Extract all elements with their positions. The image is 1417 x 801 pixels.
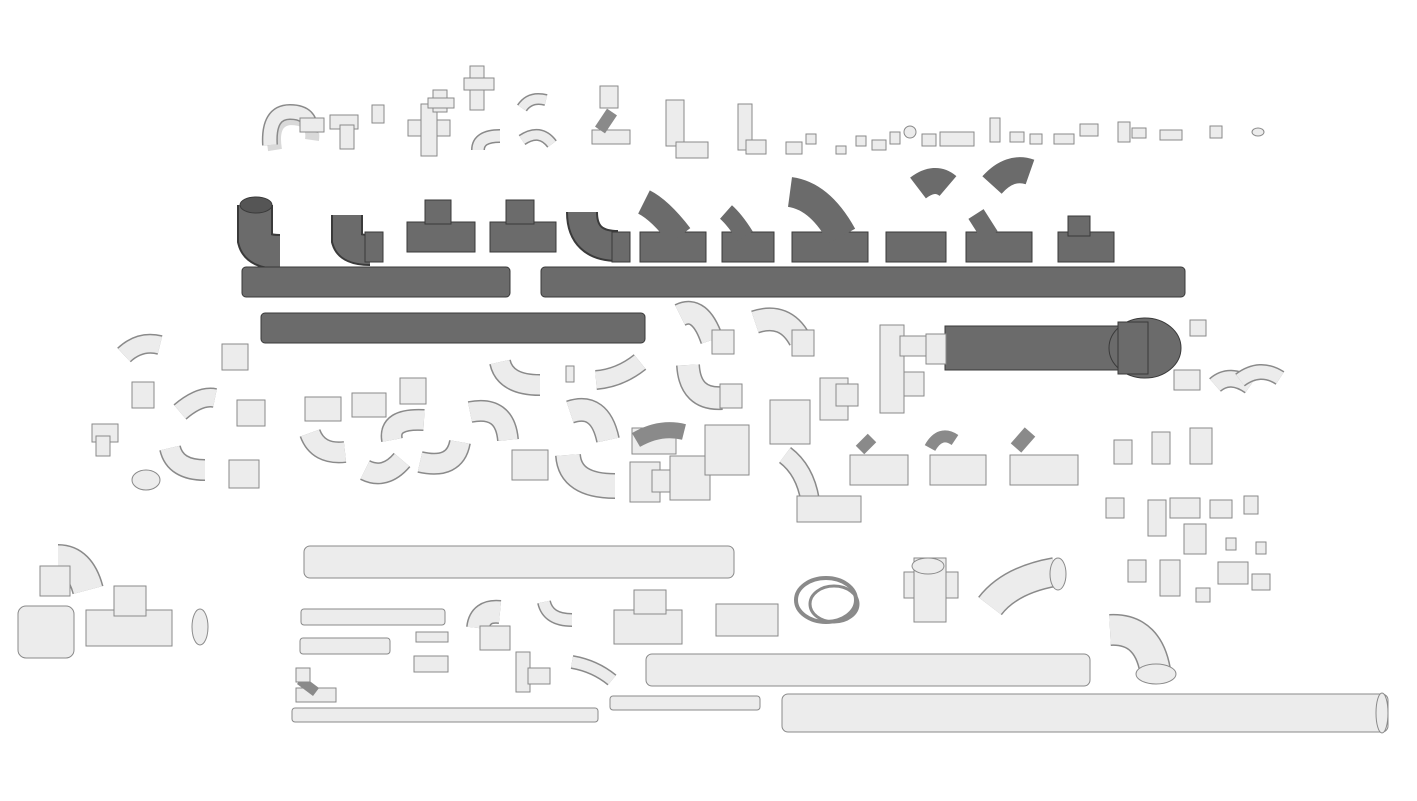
light-pipe-long-top <box>303 545 735 579</box>
light-pipe-short-1 <box>300 608 446 626</box>
sanitary-tee-top <box>665 99 709 159</box>
dark-tee-4 <box>1057 215 1115 263</box>
small-fittings-bottom-center <box>413 599 617 693</box>
tall-tee-fitting <box>463 65 495 111</box>
large-elbow-left <box>39 544 104 597</box>
large-coupling-left <box>17 605 75 659</box>
light-fittings-middle <box>91 300 1285 603</box>
wye-fitting-top <box>591 85 631 145</box>
dark-pipe-long-right <box>540 266 1186 298</box>
large-elbow-right <box>1109 613 1177 685</box>
left-cluster <box>91 333 266 491</box>
coupling-small <box>371 104 385 124</box>
small-wye-bottom-left <box>295 667 337 703</box>
dark-pipes <box>241 266 1186 344</box>
light-pipe-long-bottom <box>781 693 1389 733</box>
right-cluster-couplings <box>1105 427 1271 603</box>
light-fittings-bottom <box>17 544 1177 703</box>
dark-tee-3 <box>885 168 957 263</box>
double-wye-center <box>903 557 959 623</box>
cross-fitting <box>407 103 451 157</box>
light-pipe-medium <box>645 653 1091 687</box>
coupling-center <box>715 603 779 637</box>
elbow-pair-top <box>517 93 557 148</box>
p-trap-fitting <box>261 103 325 152</box>
dark-fittings-row <box>237 157 1115 270</box>
rubber-rings <box>794 576 860 624</box>
tee-fitting-stack <box>427 89 455 113</box>
center-elbow-cluster <box>299 354 647 499</box>
dark-elbow-1 <box>237 196 281 270</box>
dark-wye-2 <box>719 205 775 263</box>
dark-tee-1 <box>406 199 476 253</box>
dark-tee-2 <box>489 199 557 253</box>
mini-fittings-row <box>785 117 1265 155</box>
sanitary-elbow-top <box>737 103 767 155</box>
tee-fitting-small <box>329 114 359 150</box>
dark-wye-3 <box>787 177 869 263</box>
dark-sanitary-elbow <box>566 210 631 263</box>
dark-wye-4 <box>965 157 1035 263</box>
ring-left <box>191 608 209 646</box>
light-pipes-bottom <box>291 545 1389 734</box>
center-right-cluster <box>629 300 862 523</box>
dark-pipe-long-left <box>241 266 511 298</box>
large-tee-center <box>613 589 683 645</box>
offset-bend-center <box>978 557 1067 616</box>
right-cluster-traps <box>1173 319 1285 394</box>
small-fittings-top-row <box>261 65 1265 159</box>
dark-elbow-2 <box>331 215 384 266</box>
dark-reducer-pipe <box>944 317 1182 379</box>
light-pipe-short-2 <box>299 637 391 655</box>
dark-wye-1 <box>637 190 707 263</box>
light-pipe-thin-bottom <box>291 707 599 723</box>
wye-row <box>849 427 1079 486</box>
large-tee-left <box>85 585 173 647</box>
light-pipe-thin-center <box>609 695 761 711</box>
tall-sanitary-tee <box>879 324 947 414</box>
dark-pipe-middle <box>260 312 646 344</box>
